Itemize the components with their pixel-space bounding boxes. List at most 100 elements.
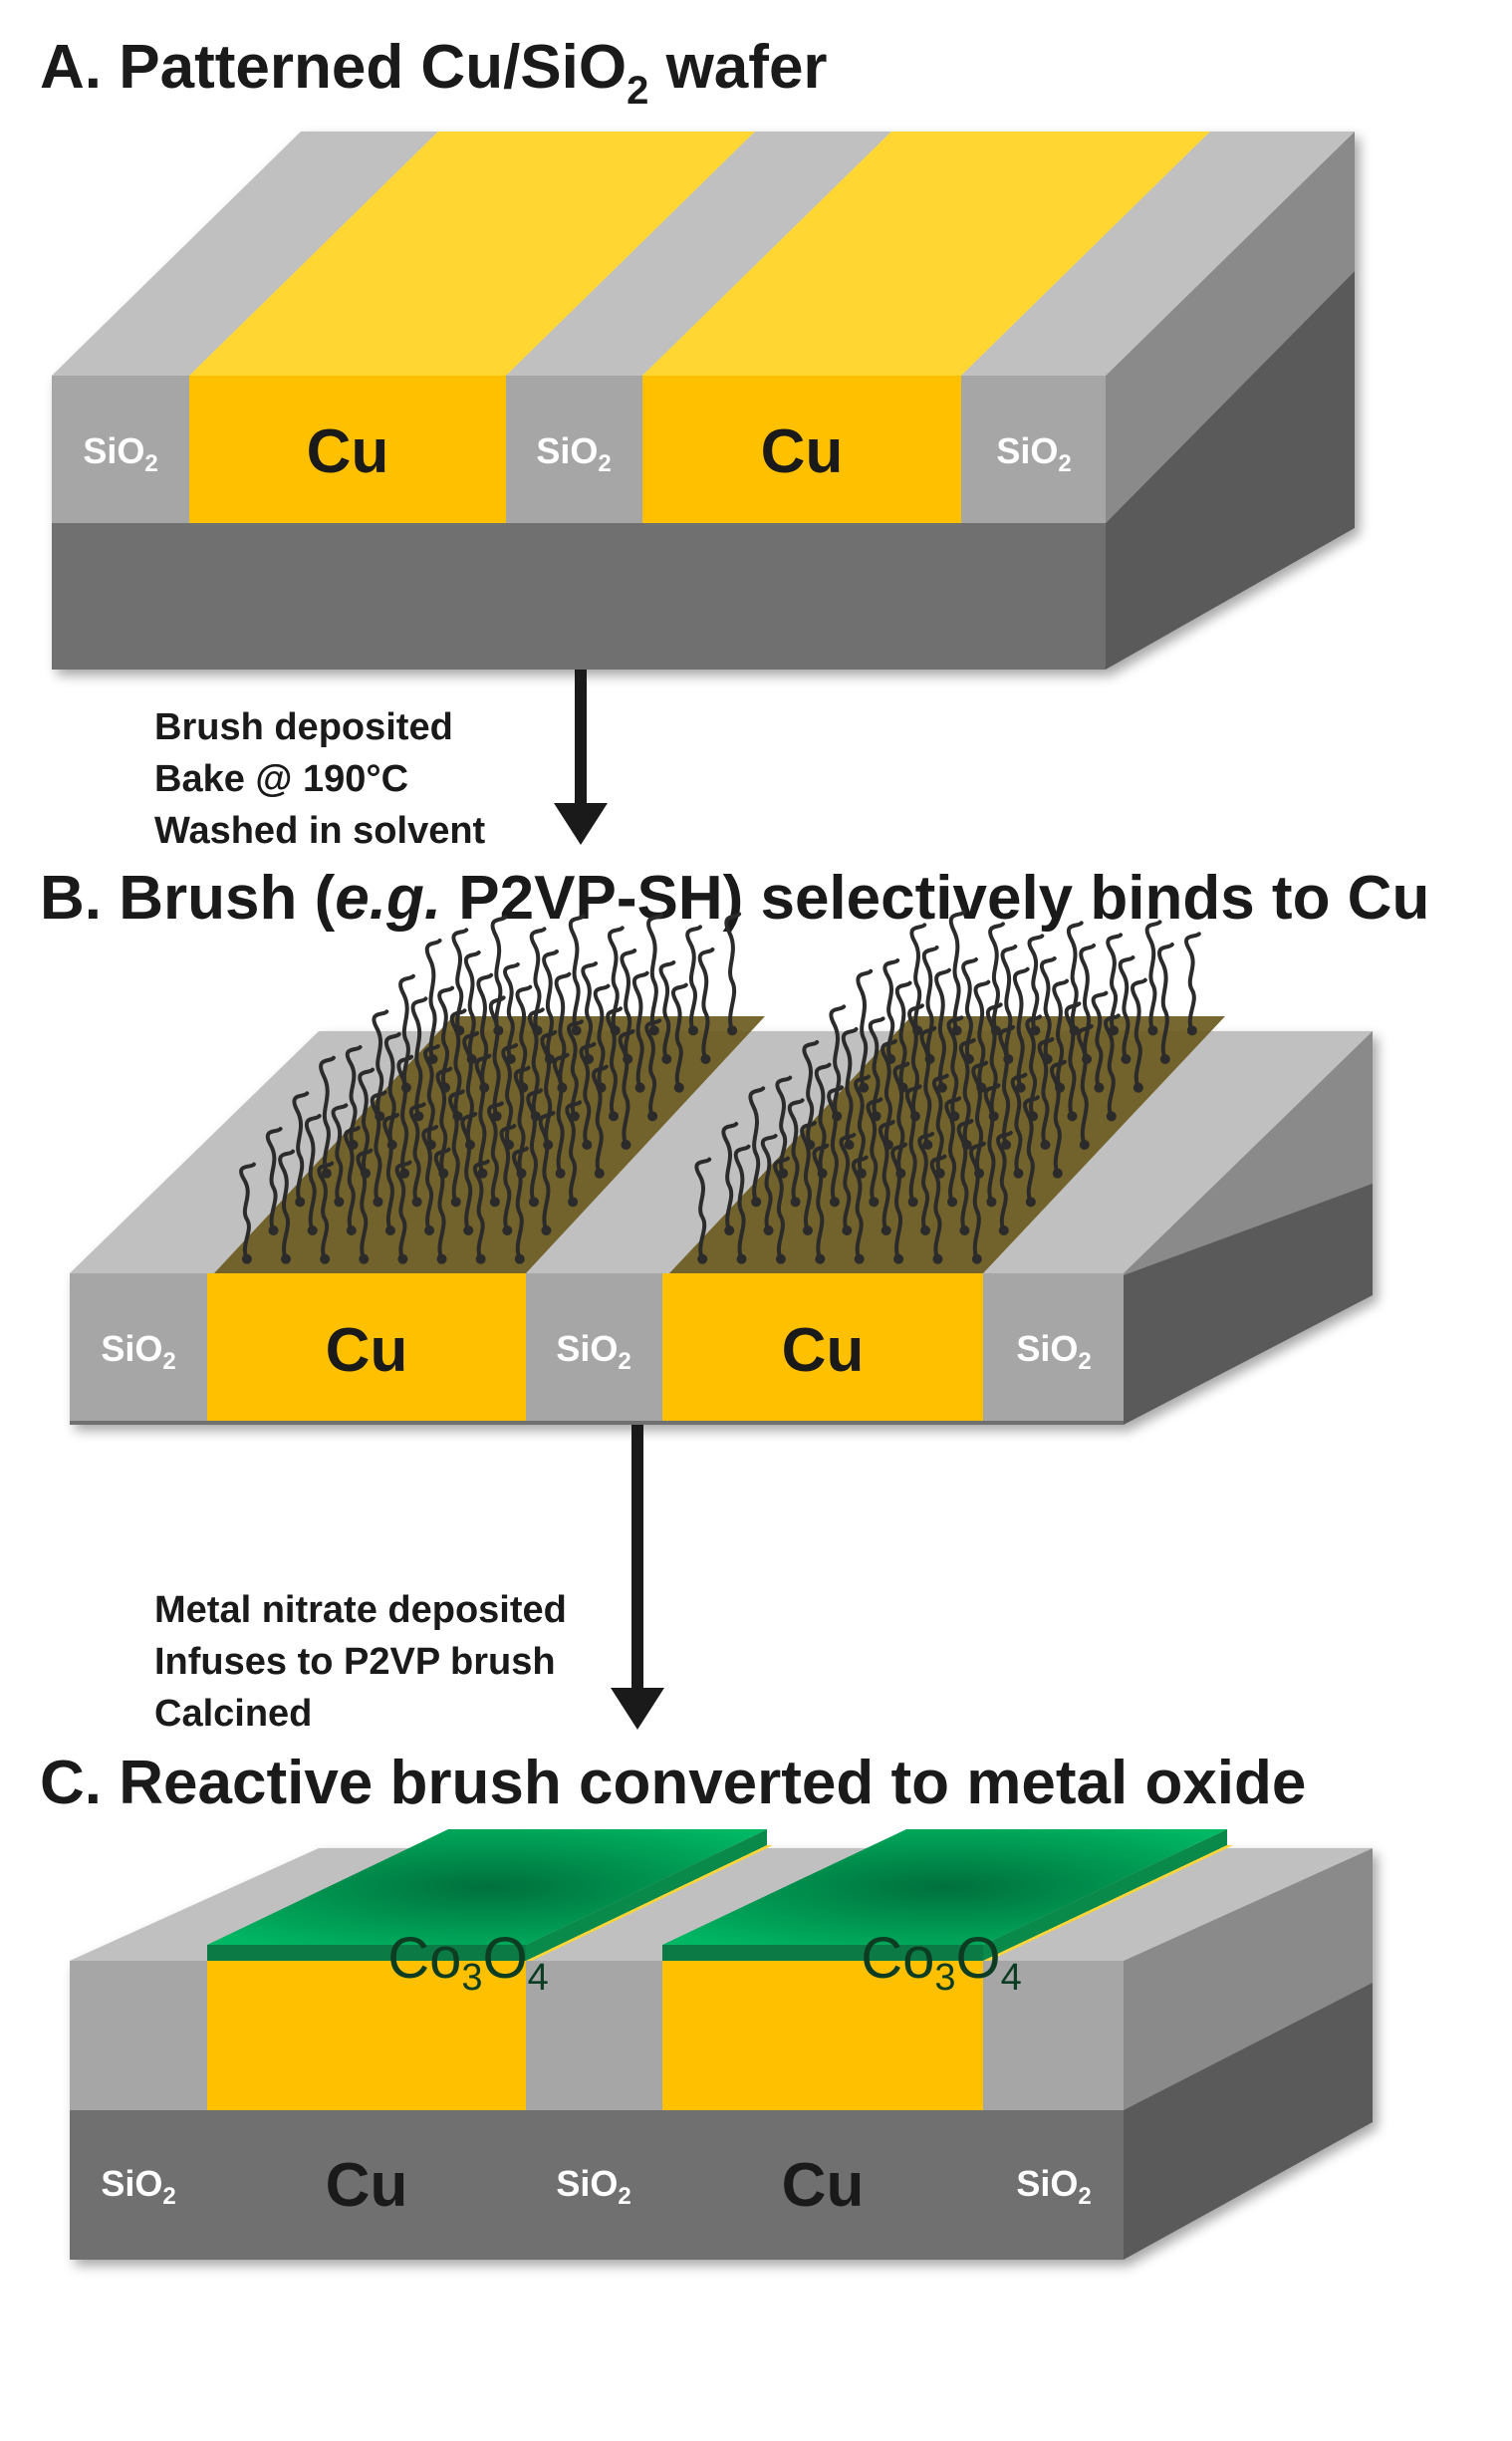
brush-chain [1027, 934, 1045, 1033]
brush-chain [1131, 977, 1147, 1090]
brush-anchor [854, 1253, 865, 1264]
brush-chain [944, 1096, 962, 1205]
brush-chain [724, 912, 742, 1033]
brush-chain [552, 1052, 570, 1176]
brush-chain [1064, 1001, 1082, 1119]
cu-label-b2: Cu [782, 1316, 865, 1385]
brush-chain [474, 1053, 492, 1176]
brush-chain [424, 939, 442, 1061]
brush-anchor [1055, 1082, 1066, 1093]
brush-anchor [528, 1197, 539, 1208]
sio2-label-b2: SiO2 [556, 1328, 630, 1375]
brush-chain [854, 1074, 871, 1176]
brush-chain [317, 1161, 335, 1261]
brush-chain [447, 1089, 465, 1205]
brush-anchor [815, 1253, 826, 1264]
brush-anchor [700, 1054, 711, 1064]
brush-anchor [438, 1168, 449, 1179]
brush-chain [554, 971, 572, 1090]
brush-anchor [1067, 1111, 1078, 1122]
brush-anchor [1025, 1197, 1036, 1208]
brush-chain [868, 1016, 885, 1119]
cu-front-b1 [207, 1273, 526, 1421]
brush-anchor [427, 1054, 438, 1064]
substrate-front-c [70, 2110, 1124, 2260]
brush-chain [904, 1084, 922, 1205]
brush-chain [856, 968, 874, 1090]
brush-anchor [912, 1025, 923, 1036]
brush-chain [1118, 955, 1135, 1061]
brush-anchor [568, 1197, 579, 1208]
brush-anchor [971, 1253, 982, 1264]
brush-anchor [623, 1054, 633, 1064]
brush-chain [892, 1061, 910, 1176]
brush-anchor [634, 1082, 645, 1093]
brush-anchor [346, 1225, 357, 1235]
brush-anchor [582, 1140, 593, 1150]
brush-anchor [541, 1225, 552, 1235]
sio2-front-c2 [526, 1961, 662, 2110]
brush-chain [435, 1066, 453, 1176]
brush-anchor [697, 1253, 708, 1264]
brush-anchor [1106, 1111, 1117, 1122]
brush-anchor [897, 1082, 908, 1093]
brush-chain [383, 1032, 401, 1147]
brush-chain [878, 1120, 895, 1232]
brush-chain [410, 996, 428, 1119]
brush-anchor [281, 1253, 292, 1264]
brush-anchor [986, 1197, 997, 1208]
brush-anchor [963, 1054, 974, 1064]
oxide-layer-c2 [662, 1829, 1233, 1961]
oxide-layer-c1 [207, 1829, 773, 1961]
substrate-side-a [1106, 271, 1355, 670]
brush-anchor [947, 1197, 958, 1208]
brush-chain [513, 1065, 531, 1176]
brush-chain [721, 1122, 739, 1232]
brush-anchor [491, 1111, 502, 1122]
brush-chain [581, 961, 599, 1061]
brush-anchor [569, 1111, 580, 1122]
brush-anchor [1082, 1054, 1093, 1064]
brush-anchor [932, 1253, 943, 1264]
brush-chain [658, 960, 676, 1061]
brush-chain [670, 982, 688, 1090]
brush-chain [894, 980, 912, 1090]
brush-anchor [334, 1197, 345, 1208]
brush-chain [983, 1083, 1001, 1205]
brush-chain [998, 1025, 1016, 1147]
brush-anchor [856, 1168, 867, 1179]
brush-anchor [949, 1111, 960, 1122]
brush-chain [1157, 943, 1174, 1061]
sio2-front-a1 [52, 376, 189, 523]
brush-chain [527, 1007, 545, 1119]
brush-chain [591, 1064, 609, 1176]
brush-anchor [934, 1168, 945, 1179]
brush-chain [973, 979, 991, 1090]
brush-anchor [557, 1082, 568, 1093]
brush-anchor [320, 1253, 331, 1264]
brush-anchor [321, 1168, 332, 1179]
brush-chain [421, 1125, 439, 1232]
brush-chain [787, 1098, 805, 1205]
brush-anchor [882, 1140, 893, 1150]
brush-chain [800, 1121, 817, 1232]
brush-anchor [555, 1168, 566, 1179]
cu-front-c2 [662, 1961, 983, 2110]
brush-anchor [594, 1168, 605, 1179]
brush-chain [490, 915, 508, 1033]
wafer-a [52, 132, 1355, 670]
sio2-label-c2: SiO2 [556, 2163, 630, 2210]
brush-chain [503, 962, 520, 1061]
brush-anchor [307, 1225, 318, 1235]
brush-anchor [648, 1025, 659, 1036]
brush-anchor [400, 1082, 411, 1093]
sio2-front-c3 [983, 1961, 1124, 2110]
brush-chain [814, 1062, 832, 1176]
brush-anchor [1079, 1140, 1090, 1150]
brush-chain [319, 1055, 336, 1176]
brush-anchor [1069, 1025, 1080, 1036]
sio2-label-b1: SiO2 [101, 1328, 175, 1375]
brush-chain [345, 1045, 363, 1147]
brush-anchor [990, 1025, 1001, 1036]
step-1: Brush deposited Bake @ 190°C Washed in s… [154, 670, 608, 852]
